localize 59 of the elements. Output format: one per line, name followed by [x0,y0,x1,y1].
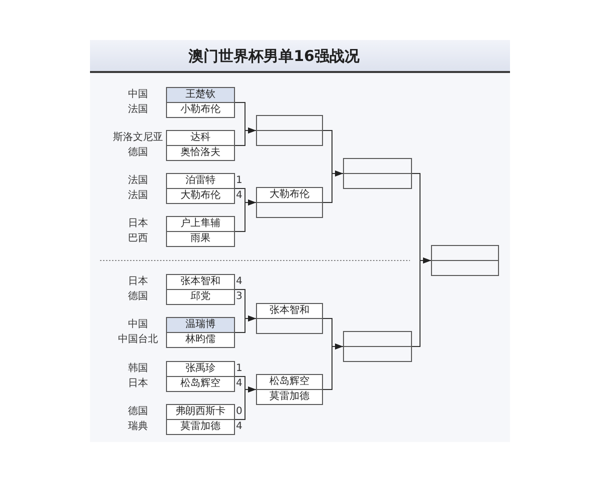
player-cell: 张本智和 [167,275,234,289]
player-cell: 弗朗西斯卡 [167,405,234,419]
player-cell: 小勒布伦 [167,103,234,117]
country-label: 日本 [128,217,148,231]
player-cell: 户上隼辅 [167,217,234,231]
player-cell: 莫雷加德 [257,390,322,404]
country-label: 法国 [128,103,148,117]
player-cell: 奥恰洛夫 [167,146,234,160]
score: 4 [236,377,242,391]
score: 4 [236,189,242,203]
score: 0 [236,405,242,419]
player-cell: 林昀儒 [167,333,234,347]
match-box [256,374,323,405]
score: 1 [236,362,242,376]
match-box [431,245,499,276]
player-cell: 泊雷特 [167,174,234,188]
country-label: 德国 [128,405,148,419]
country-label: 德国 [128,146,148,160]
player-cell: 温瑞博 [167,318,234,332]
match-box [256,115,323,146]
bracket-arrow [234,128,256,146]
country-label: 中国 [128,88,148,102]
bracket-arrow [322,344,344,390]
score: 4 [236,275,242,289]
player-cell: 雨果 [167,232,234,246]
bracket-arrow [234,200,256,232]
country-label: 斯洛文尼亚 [113,131,163,145]
match-box [256,187,323,218]
country-label: 中国 [128,318,148,332]
score: 1 [236,174,242,188]
score: 4 [236,420,242,434]
match-box [343,331,412,362]
country-label: 德国 [128,290,148,304]
country-label: 法国 [128,189,148,203]
player-cell: 莫雷加德 [167,420,234,434]
match-box [256,303,323,334]
player-cell: 张禹珍 [167,362,234,376]
country-label: 日本 [128,275,148,289]
player-cell: 王楚钦 [167,88,234,102]
bracket-arrow [234,316,256,333]
player-cell: 大勒布伦 [167,189,234,203]
player-cell: 松岛辉空 [257,375,322,389]
country-label: 韩国 [128,362,148,376]
player-cell: 张本智和 [257,304,322,318]
country-label: 法国 [128,174,148,188]
country-label: 巴西 [128,232,148,246]
score: 3 [236,290,242,304]
player-cell: 松岛辉空 [167,377,234,391]
player-cell: 达科 [167,131,234,145]
player-cell: 邱党 [167,290,234,304]
country-label: 瑞典 [128,420,148,434]
bracket-arrow [322,170,344,203]
match-box [343,158,412,189]
country-label: 中国台北 [118,333,158,347]
bracket-arrow [234,386,256,420]
country-label: 日本 [128,377,148,391]
title: 澳门世界杯男单16强战况 [188,46,360,64]
bracket-arrow [412,258,432,347]
player-cell: 大勒布伦 [257,188,322,202]
